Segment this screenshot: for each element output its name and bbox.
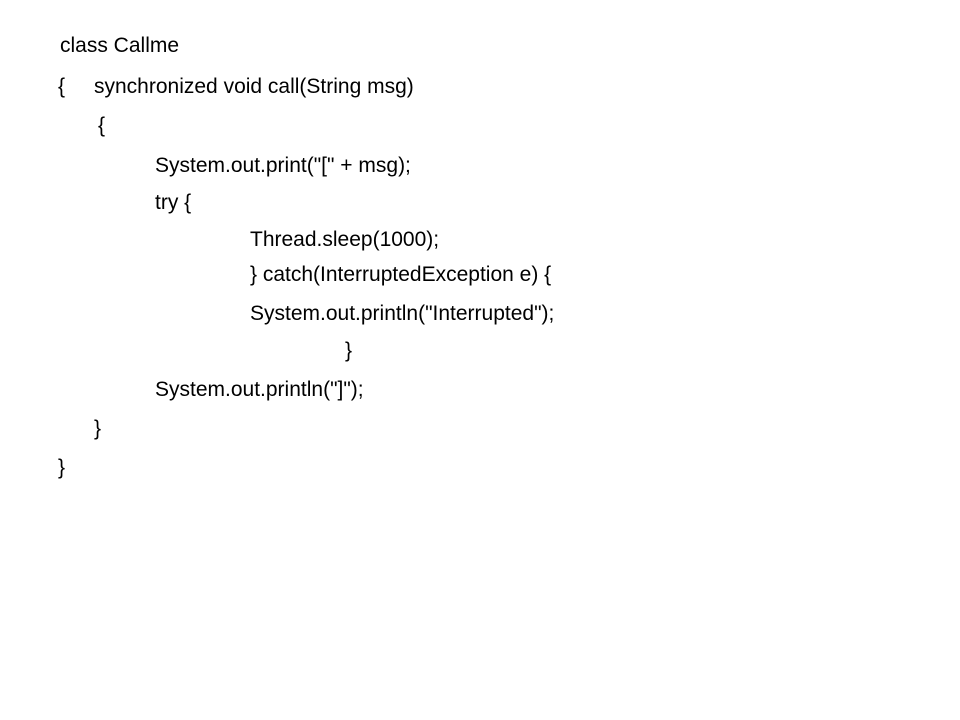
code-line-catch-close-brace: }	[345, 339, 353, 362]
code-line-class-close-brace: }	[58, 456, 66, 479]
code-line-class-open-brace: {	[58, 75, 66, 98]
code-line-method-decl: synchronized void call(String msg)	[94, 75, 414, 98]
code-line-class-decl: class Callme	[60, 34, 180, 57]
code-line-print-bracket: System.out.println("]");	[155, 378, 364, 401]
code-line-print-msg: System.out.print("[" + msg);	[155, 154, 411, 177]
code-line-thread-sleep: Thread.sleep(1000);	[250, 228, 440, 251]
code-line-method-close-brace: }	[94, 417, 102, 440]
code-line-method-open-brace: {	[98, 114, 106, 137]
code-line-print-interrupted: System.out.println("Interrupted");	[250, 302, 555, 325]
code-line-try: try {	[155, 191, 192, 214]
code-line-catch: } catch(InterruptedException e) {	[250, 263, 552, 286]
